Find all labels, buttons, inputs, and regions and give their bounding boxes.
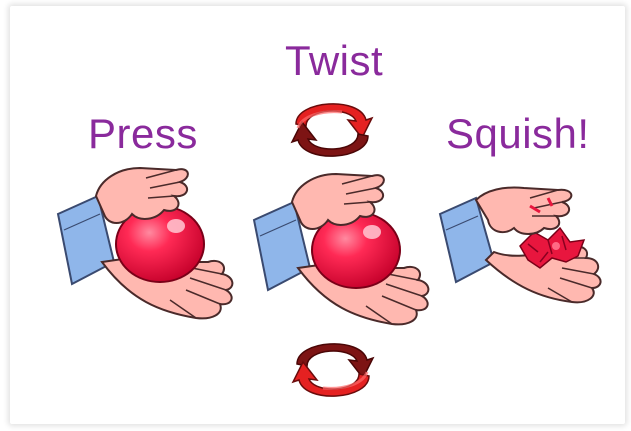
press-hands [58,168,232,318]
rotate-arrows-icon [292,104,372,156]
rotate-arrows-icon [293,344,373,396]
twist-hands [254,174,428,324]
squish-hands [440,188,601,303]
